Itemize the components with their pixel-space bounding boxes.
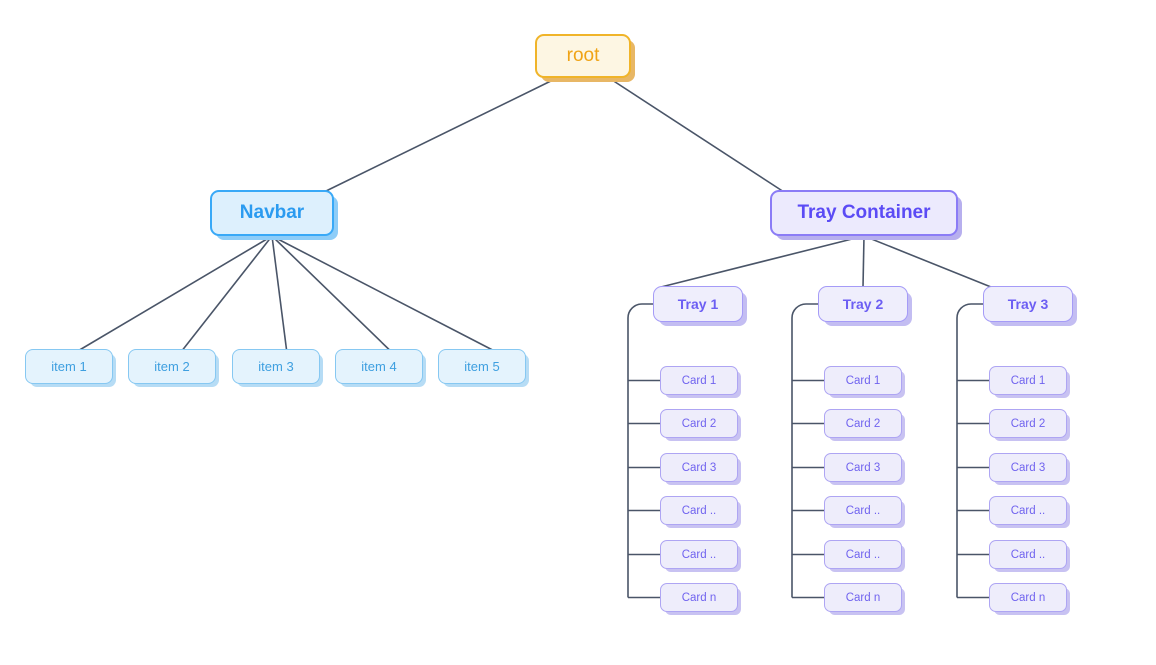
node-item-5[interactable]: item 5 [438,349,526,384]
node-tray-1[interactable]: Tray 1 [653,286,743,322]
node-tray-2-card-4[interactable]: Card .. [824,496,902,525]
node-tray-3-card-5[interactable]: Card .. [989,540,1067,569]
node-tray-2[interactable]: Tray 2 [818,286,908,322]
node-tray-1-card-5[interactable]: Card .. [660,540,738,569]
edge-navbar-item-1 [79,235,273,351]
node-tray-1-card-3[interactable]: Card 3 [660,453,738,482]
edge-root-navbar [323,77,558,193]
node-tray-1-card-6[interactable]: Card n [660,583,738,612]
node-tray-container[interactable]: Tray Container [770,190,958,236]
node-root[interactable]: root [535,34,631,78]
node-tray-1-card-2[interactable]: Card 2 [660,409,738,438]
node-item-3[interactable]: item 3 [232,349,320,384]
node-tray-2-card-1[interactable]: Card 1 [824,366,902,395]
edge-tray-1-spine [627,303,653,598]
node-tray-3-card-6[interactable]: Card n [989,583,1067,612]
edge-tray-container-tray-1 [660,235,865,288]
node-tray-3-card-2[interactable]: Card 2 [989,409,1067,438]
node-tray-2-card-6[interactable]: Card n [824,583,902,612]
edge-tray-2-spine [791,303,818,598]
edge-navbar-item-4 [271,235,391,351]
node-item-1[interactable]: item 1 [25,349,113,384]
node-tray-2-card-5[interactable]: Card .. [824,540,902,569]
node-tray-2-card-2[interactable]: Card 2 [824,409,902,438]
node-tray-3[interactable]: Tray 3 [983,286,1073,322]
edge-tray-container-tray-2 [862,235,865,288]
node-item-2[interactable]: item 2 [128,349,216,384]
edge-tray-3-spine [956,303,983,598]
edge-navbar-item-3 [271,235,288,351]
node-item-4[interactable]: item 4 [335,349,423,384]
node-tray-3-card-3[interactable]: Card 3 [989,453,1067,482]
edge-root-tray-container [608,77,785,193]
edge-tray-container-tray-3 [863,235,992,288]
edge-navbar-item-5 [271,235,493,351]
node-tray-3-card-4[interactable]: Card .. [989,496,1067,525]
node-navbar[interactable]: Navbar [210,190,334,236]
edge-navbar-item-2 [181,235,273,351]
node-tray-1-card-4[interactable]: Card .. [660,496,738,525]
node-tray-3-card-1[interactable]: Card 1 [989,366,1067,395]
node-tray-1-card-1[interactable]: Card 1 [660,366,738,395]
node-tray-2-card-3[interactable]: Card 3 [824,453,902,482]
